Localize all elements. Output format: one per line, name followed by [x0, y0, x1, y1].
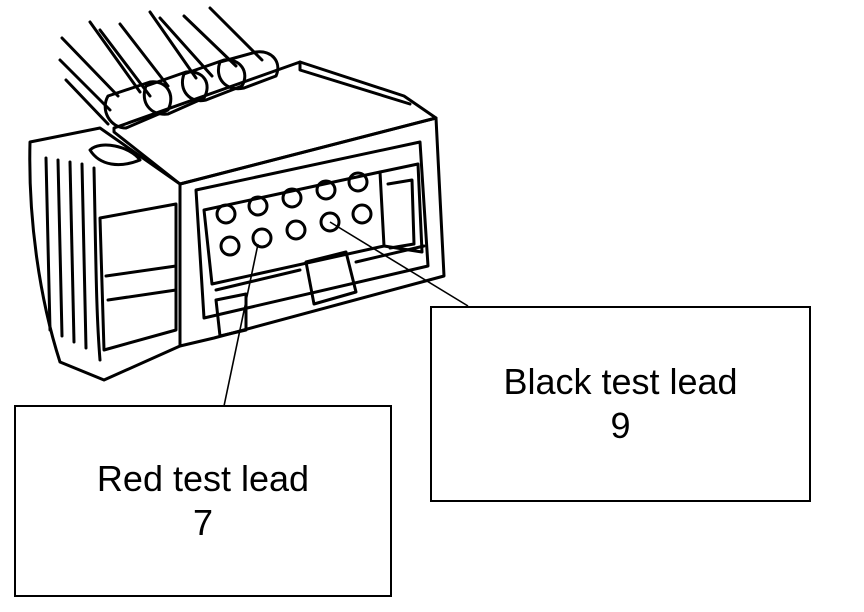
red-test-lead-pin: 7 [192, 502, 214, 543]
black-lead-leader-line [329, 221, 469, 307]
black-test-lead-label: Black test lead [503, 361, 738, 402]
electrical-connector-icon [28, 6, 446, 382]
connector-latch [28, 126, 182, 382]
red-test-lead-callout: Red test lead 7 [14, 405, 392, 597]
wire-seals [103, 50, 280, 130]
black-test-lead-callout: Black test lead 9 [430, 306, 811, 502]
connector-housing-right [178, 116, 446, 348]
pin-face [194, 140, 430, 338]
red-test-lead-label: Red test lead [96, 458, 310, 499]
black-test-lead-pin: 9 [610, 405, 631, 446]
wire-bundle [58, 6, 264, 126]
red-lead-leader-line [223, 243, 259, 407]
